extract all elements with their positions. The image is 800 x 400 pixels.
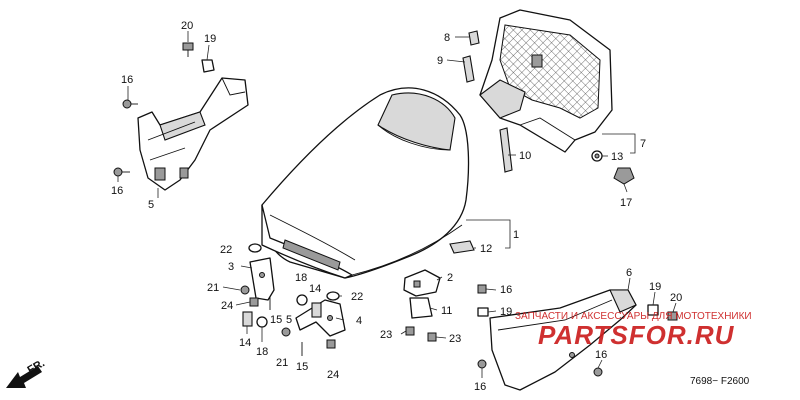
callout-16-left-top: 16 — [121, 74, 133, 86]
bolt-23-right — [427, 332, 437, 342]
callout-6: 6 — [626, 267, 632, 279]
callout-24-left: 24 — [221, 300, 233, 312]
callout-16-lower-right: 16 — [595, 349, 607, 361]
callout-22-right: 22 — [351, 291, 363, 303]
callout-5-small: 5 — [286, 314, 292, 326]
callout-23-right: 23 — [449, 333, 461, 345]
leader-lines — [117, 31, 677, 378]
callout-2: 2 — [447, 272, 453, 284]
washer-22-right — [326, 291, 340, 301]
callout-7: 7 — [640, 138, 646, 150]
washer-22-left — [248, 243, 262, 253]
nut-21-lower — [281, 327, 291, 337]
collar-14-right — [311, 302, 322, 318]
callout-21-upper: 21 — [207, 282, 219, 294]
bolt-16-left-bottom — [113, 167, 130, 177]
bracket-3 — [249, 257, 275, 301]
grommet-18-right — [296, 294, 308, 306]
callout-23-left: 23 — [380, 329, 392, 341]
callout-16-left-bottom: 16 — [111, 185, 123, 197]
clip-19-right — [647, 304, 659, 316]
callout-18-right: 18 — [295, 272, 307, 284]
callout-19-left: 19 — [204, 33, 216, 45]
callout-17: 17 — [620, 197, 632, 209]
strip-10 — [499, 127, 513, 173]
strip-9 — [462, 55, 475, 83]
callout-5: 5 — [148, 199, 154, 211]
rear-mesh-cover-part — [479, 9, 613, 153]
bolt-16-lower-left — [477, 359, 487, 369]
grommet-18-left — [256, 316, 268, 328]
bolt-16-center — [477, 284, 487, 294]
callout-22-left: 22 — [220, 244, 232, 256]
watermark: ЗАПЧАСТИ И АКСЕССУАРЫ ДЛЯ МОТОТЕХНИКИ PA… — [515, 311, 752, 350]
callout-15-left: 15 — [270, 314, 282, 326]
screw-20-left — [182, 42, 194, 57]
collar-14-left — [242, 311, 253, 327]
bracket-11 — [409, 297, 433, 319]
callout-15-right: 15 — [296, 361, 308, 373]
callout-19-right: 19 — [649, 281, 661, 293]
callout-19-center: 19 — [500, 306, 512, 318]
bolt-16-lower-right — [593, 367, 603, 377]
callout-9: 9 — [437, 55, 443, 67]
front-label: FR. — [26, 357, 47, 376]
callout-14-left: 14 — [239, 337, 251, 349]
callout-11: 11 — [441, 305, 452, 317]
watermark-caption: ЗАПЧАСТИ И АКСЕССУАРЫ ДЛЯ МОТОТЕХНИКИ — [515, 311, 752, 322]
callout-18-left: 18 — [256, 346, 268, 358]
front-arrow-icon — [6, 366, 42, 388]
left-bracket-part — [137, 77, 249, 191]
lower-guard-part — [489, 289, 637, 391]
callout-8: 8 — [444, 32, 450, 44]
bracket-4 — [295, 299, 346, 337]
pad-12 — [449, 240, 475, 254]
nut-21-upper — [240, 285, 250, 295]
clip-19-center — [477, 307, 489, 317]
callout-16-lower-left: 16 — [474, 381, 486, 393]
bracket-2 — [403, 269, 441, 297]
callout-20-left: 20 — [181, 20, 193, 32]
bolt-16-left-top — [122, 99, 138, 109]
callout-20-right: 20 — [670, 292, 682, 304]
clip-8 — [468, 30, 480, 46]
diagram-code: 7698− F2600 — [690, 376, 750, 387]
front-direction-marker: FR. — [6, 357, 47, 388]
clip-19-left — [201, 59, 215, 73]
bolt-24-left — [249, 297, 259, 307]
callout-12: 12 — [480, 243, 492, 255]
main-cover-part — [261, 87, 470, 279]
callout-10: 10 — [519, 150, 531, 162]
callout-13: 13 — [611, 151, 623, 163]
grommet-13 — [591, 150, 603, 162]
screw-20-right — [667, 311, 678, 321]
callout-3: 3 — [228, 261, 234, 273]
callout-21-lower: 21 — [276, 357, 288, 369]
callout-16-center: 16 — [500, 284, 512, 296]
callout-labels: 1 2 3 4 5 6 7 8 9 10 11 12 13 14 14 15 1… — [111, 20, 682, 393]
watermark-logo: PARTSFOR.RU — [538, 320, 735, 350]
callout-1: 1 — [513, 229, 519, 241]
knob-17 — [613, 167, 635, 185]
callout-14-right: 14 — [309, 283, 321, 295]
bolt-24-right — [326, 339, 336, 349]
bolt-23-left — [405, 326, 415, 336]
callout-24-right: 24 — [327, 369, 339, 381]
callout-4: 4 — [356, 315, 362, 327]
